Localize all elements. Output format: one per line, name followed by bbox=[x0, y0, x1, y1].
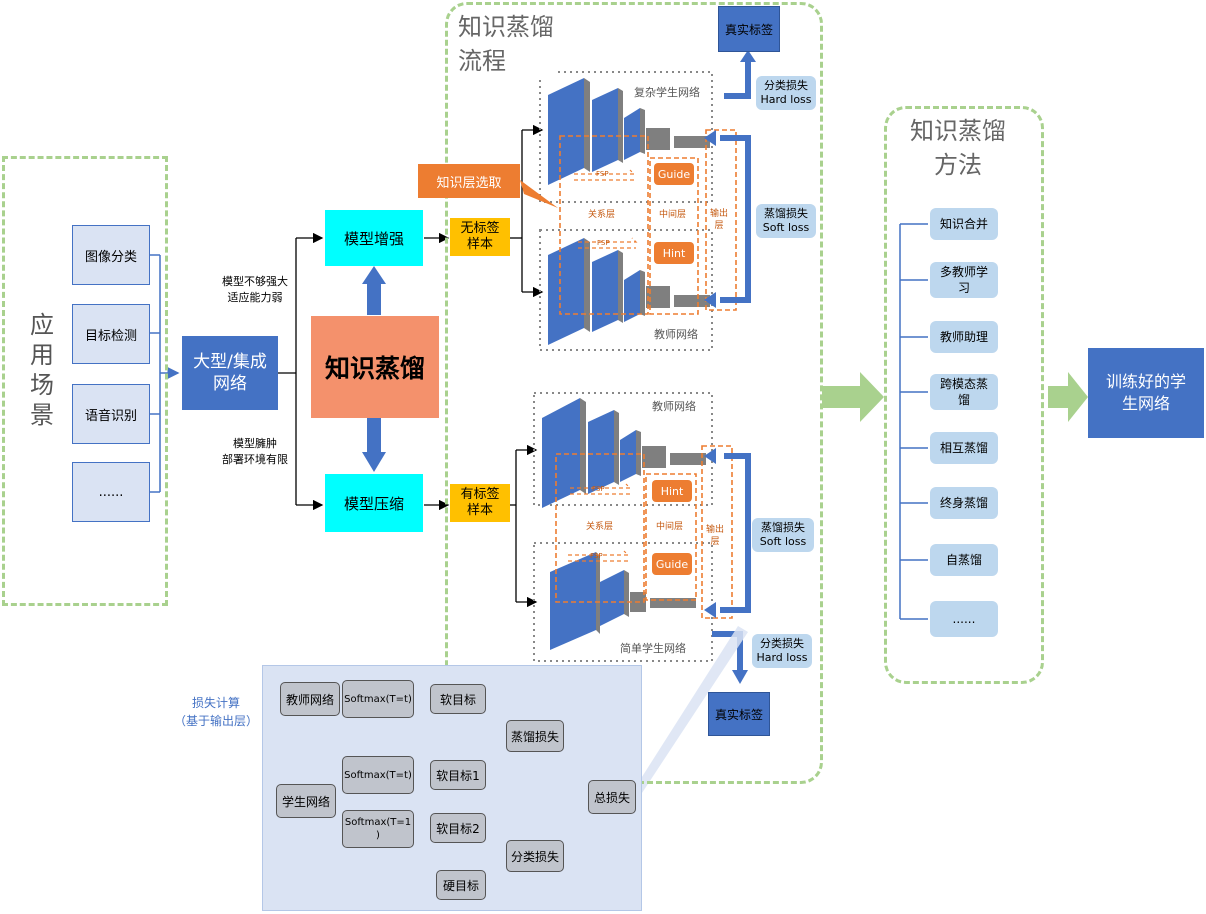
method-multi-teacher: 多教师学 习 bbox=[930, 262, 998, 298]
loss-distill: 蒸馏损失 bbox=[506, 720, 564, 752]
bottom-guide-box: Guide bbox=[652, 553, 692, 575]
loss-total: 总损失 bbox=[588, 780, 636, 814]
scenario-more: ...... bbox=[72, 462, 150, 522]
condition-weak: 模型不够强大 适应能力弱 bbox=[222, 275, 288, 304]
method-teacher-assistant: 教师助理 bbox=[930, 321, 998, 353]
bottom-teacher-net-label: 教师网络 bbox=[652, 398, 696, 414]
loss-student-net: 学生网络 bbox=[276, 784, 336, 818]
kd-flow-title: 知识蒸馏 流程 bbox=[454, 10, 558, 78]
kd-methods-panel bbox=[884, 106, 1044, 684]
app-scenarios-title: 应 用 场 景 bbox=[30, 311, 54, 429]
kd-methods-title: 知识蒸馏 方法 bbox=[906, 114, 1010, 182]
bottom-class-loss: 分类损失 Hard loss bbox=[752, 634, 812, 668]
loss-hard-target: 硬目标 bbox=[436, 870, 486, 900]
scenario-object-detection: 目标检测 bbox=[72, 304, 150, 364]
bottom-distill-loss: 蒸馏损失 Soft loss bbox=[752, 518, 814, 552]
top-guide-box: Guide bbox=[654, 163, 694, 185]
loss-softmax-teacher: Softmax(T=t) bbox=[342, 680, 414, 718]
top-class-loss: 分类损失 Hard loss bbox=[756, 76, 816, 110]
method-lifelong: 终身蒸馏 bbox=[930, 487, 998, 519]
loss-softmax-student-1: Softmax(T=1 ) bbox=[342, 810, 414, 848]
top-distill-loss: 蒸馏损失 Soft loss bbox=[756, 204, 816, 238]
true-label-bottom: 真实标签 bbox=[708, 692, 770, 736]
bottom-fsp-1: FSP bbox=[592, 485, 605, 493]
top-relation-layer: 关系层 bbox=[588, 210, 616, 220]
bottom-middle-layer: 中间层 bbox=[656, 522, 684, 532]
scenario-speech-recognition: 语音识别 bbox=[72, 384, 150, 444]
app-scenarios-panel bbox=[2, 156, 168, 606]
kd-center-box: 知识蒸馏 bbox=[311, 316, 439, 418]
loss-softmax-student-t: Softmax(T=t) bbox=[342, 756, 414, 794]
loss-classification: 分类损失 bbox=[506, 840, 564, 872]
method-knowledge-merge: 知识合并 bbox=[930, 208, 998, 240]
method-more: ...... bbox=[930, 601, 998, 637]
knowledge-layer-select-box: 知识层选取 bbox=[418, 164, 520, 198]
loss-soft-target2: 软目标2 bbox=[430, 813, 486, 843]
method-cross-modal: 跨模态蒸 馏 bbox=[930, 374, 998, 410]
scenario-image-classification: 图像分类 bbox=[72, 225, 150, 285]
bottom-student-net-label: 简单学生网络 bbox=[620, 642, 686, 655]
bottom-hint-box: Hint bbox=[652, 480, 692, 502]
loss-calc-title: 损失计算 （基于输出层） bbox=[174, 696, 259, 728]
labeled-sample-box: 有标签 样本 bbox=[450, 484, 510, 522]
bottom-relation-layer: 关系层 bbox=[586, 522, 614, 532]
loss-teacher-net: 教师网络 bbox=[280, 682, 340, 716]
large-network-box: 大型/集成 网络 bbox=[182, 336, 278, 410]
loss-soft-target: 软目标 bbox=[430, 684, 486, 714]
loss-soft-target1: 软目标1 bbox=[430, 760, 486, 790]
model-compress-box: 模型压缩 bbox=[325, 474, 423, 532]
trained-student-network: 训练好的学 生网络 bbox=[1088, 348, 1204, 438]
bottom-fsp-2: FSP bbox=[590, 552, 603, 560]
top-middle-layer: 中间层 bbox=[659, 210, 687, 220]
top-student-net-label: 复杂学生网络 bbox=[634, 84, 700, 100]
method-self: 自蒸馏 bbox=[930, 544, 998, 576]
unlabeled-sample-box: 无标签 样本 bbox=[450, 218, 510, 256]
condition-bloated: 模型臃肿 部署环境有限 bbox=[222, 437, 288, 466]
top-fsp-1: FSP bbox=[596, 170, 609, 178]
true-label-top: 真实标签 bbox=[718, 6, 780, 52]
method-mutual: 相互蒸馏 bbox=[930, 432, 998, 464]
top-fsp-2: FSP bbox=[597, 239, 610, 247]
top-output-layer: 输出 层 bbox=[710, 209, 729, 231]
model-enhance-box: 模型增强 bbox=[325, 210, 423, 266]
top-teacher-net-label: 教师网络 bbox=[654, 328, 698, 341]
top-hint-box: Hint bbox=[654, 242, 694, 264]
bottom-output-layer: 输出 层 bbox=[706, 525, 725, 547]
